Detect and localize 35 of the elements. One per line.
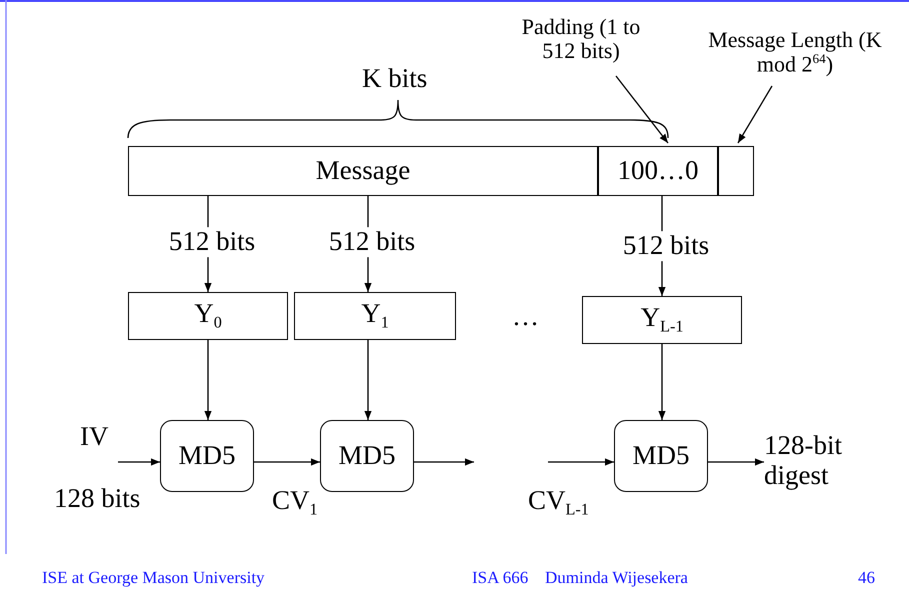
process-box: MD5 <box>614 420 708 492</box>
ellipsis: … <box>512 302 539 332</box>
arrow <box>615 76 669 144</box>
input-label: IV <box>80 422 108 452</box>
arrow <box>364 340 372 420</box>
arrow <box>204 340 212 420</box>
process-box: MD5 <box>160 420 254 492</box>
footer-text: Duminda Wijesekera <box>545 568 688 588</box>
size-label: K bits <box>362 64 428 94</box>
arrow <box>737 86 773 144</box>
size-label: 128 bits <box>54 484 140 514</box>
edge-label: 512 bits <box>622 231 710 261</box>
edge-label: 512 bits <box>328 227 416 257</box>
callout-text: Message Length (K mod 2$^{64}$) <box>700 20 890 84</box>
block-box: Y$_{0}$ <box>128 292 288 340</box>
padding-field: 100…0 <box>598 146 718 196</box>
chain-label: CV$_{L-1}$ <box>528 486 589 520</box>
edge-label: 512 bits <box>168 227 256 257</box>
arrow <box>254 458 320 466</box>
arrow <box>548 458 614 466</box>
output-text: 128-bit digest <box>764 426 874 496</box>
process-box: MD5 <box>320 420 414 492</box>
arrow <box>708 458 764 466</box>
arrow <box>658 344 666 420</box>
footer-text: ISE at George Mason University <box>42 568 265 588</box>
chain-label: CV$_{1}$ <box>272 486 318 520</box>
arrow <box>414 458 474 466</box>
field-box <box>718 146 754 196</box>
arrow <box>118 458 160 466</box>
callout-text: Padding (1 to 512 bits) <box>508 4 654 74</box>
message-field: Message <box>128 146 598 196</box>
block-box: Y$_{1}$ <box>294 292 456 340</box>
block-box: Y$_{L-1}$ <box>582 296 742 344</box>
footer-text: ISA 666 <box>472 568 528 588</box>
page-number: 46 <box>858 568 875 588</box>
